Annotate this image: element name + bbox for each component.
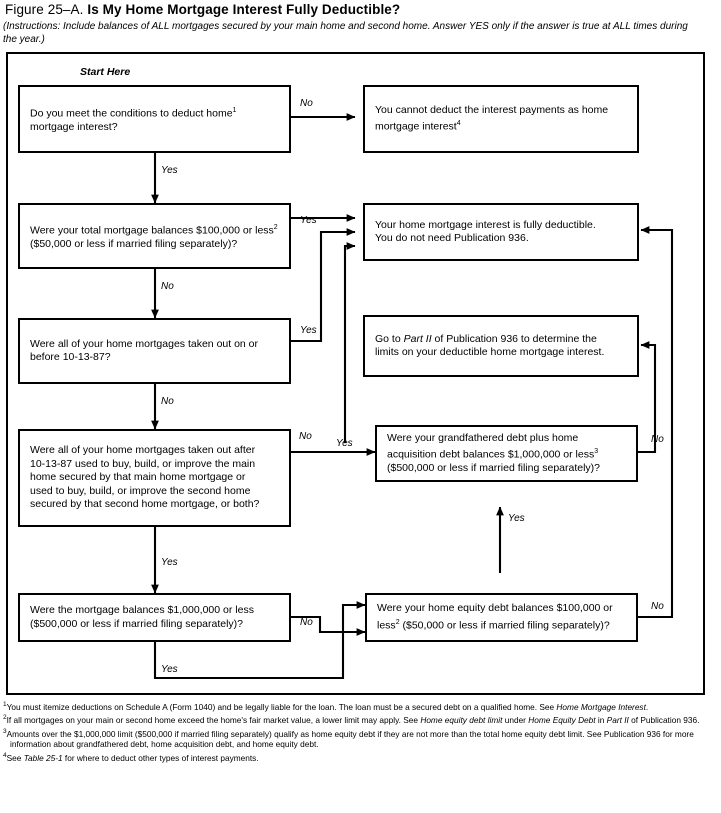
figure-number: Figure 25–A. [5, 2, 84, 17]
footnote-3-marker: 3 [3, 727, 7, 735]
node-q4-line1: Were all of your home mortgages taken ou… [30, 444, 256, 457]
footnote-1-pre: You must itemize deductions on Schedule … [6, 701, 557, 712]
node-q1-footnote-marker: 1 [232, 106, 237, 114]
node-q6-line2: ($500,000 or less if married filing sepa… [30, 617, 244, 630]
node-q5-line1: Were your grandfathered debt plus home [387, 431, 579, 444]
edge-label-q4-yes-down: Yes [161, 557, 178, 568]
node-a2[interactable]: Your home mortgage interest is fully ded… [363, 203, 639, 261]
edge-label-q4-no: No [299, 431, 312, 442]
node-a1[interactable]: You cannot deduct the interest payments … [363, 85, 639, 153]
node-q2-line2: ($50,000 or less if married filing separ… [30, 237, 238, 250]
node-a3-pre: Go to [375, 332, 404, 345]
footnote-2-post: of Publication 936. [628, 715, 700, 726]
footnote-4-marker: 4 [3, 751, 7, 759]
footnote-4-emphasis: Table 25-1 [23, 752, 63, 763]
node-q7[interactable]: Were your home equity debt balances $100… [365, 593, 638, 642]
node-q4-line4: used to buy, build, or improve the secon… [30, 484, 251, 497]
footnote-2-emphasis3: Part II [606, 715, 629, 726]
footnote-4: 4See Table 25-1 for where to deduct othe… [3, 751, 718, 763]
edge-label-q5-yes: Yes [508, 513, 525, 524]
node-q5-line3: ($500,000 or less if married filing sepa… [387, 462, 601, 474]
node-a1-line1: You cannot deduct the interest payments … [375, 103, 609, 116]
footnote-2-mid: under [502, 715, 529, 726]
node-a3-line2: limits on your deductible home mortgage … [375, 346, 605, 358]
start-here-label: Start Here [80, 66, 131, 78]
node-q6[interactable]: Were the mortgage balances $1,000,000 or… [18, 593, 291, 642]
edge-label-q1-yes: Yes [161, 165, 178, 176]
edge-label-q3-yes: Yes [300, 325, 317, 336]
footnote-2-emphasis: Home equity debt limit [420, 715, 503, 726]
node-a3[interactable]: Go to Part II of Publication 936 to dete… [363, 315, 639, 377]
edge-label-q6-yes: Yes [161, 664, 178, 675]
edge-label-q7-no: No [651, 601, 664, 612]
footnote-1: 1You must itemize deductions on Schedule… [3, 700, 718, 712]
footnote-4-pre: See [6, 752, 24, 763]
footnotes: 1You must itemize deductions on Schedule… [3, 700, 718, 764]
node-q4-line5: secured by that second home mortgage, or… [30, 498, 260, 511]
footnote-2: 2If all mortgages on your main or second… [3, 713, 718, 725]
node-q2[interactable]: Were your total mortgage balances $100,0… [18, 203, 291, 269]
figure-title-text: Is My Home Mortgage Interest Fully Deduc… [87, 2, 401, 17]
footnote-2-emphasis2: Home Equity Debt [528, 715, 596, 726]
node-q1-line1: Do you meet the conditions to deduct hom… [30, 107, 233, 120]
node-a2-line1: Your home mortgage interest is fully ded… [375, 218, 596, 231]
node-q7-footnote-marker: 2 [395, 618, 400, 626]
diagram-border [6, 52, 705, 695]
edge-label-q2-yes: Yes [300, 215, 317, 226]
node-q3-line1: Were all of your home mortgages taken ou… [30, 337, 259, 350]
edge-label-q5-no: No [651, 434, 664, 445]
node-a1-footnote-marker: 4 [456, 120, 461, 128]
footnote-2-marker: 2 [3, 714, 7, 722]
footnote-3: 3Amounts over the $1,000,000 limit ($500… [3, 727, 718, 750]
node-q2-line1: Were your total mortgage balances $100,0… [30, 224, 274, 237]
node-q1[interactable]: Do you meet the conditions to deduct hom… [18, 85, 291, 153]
figure-title: Figure 25–A. Is My Home Mortgage Interes… [5, 2, 400, 17]
node-q2-footnote-marker: 2 [273, 223, 278, 231]
node-q5-footnote-marker: 3 [594, 448, 599, 455]
node-q3-line2: before 10-13-87? [30, 351, 111, 363]
edge-label-q3-no: No [161, 396, 174, 407]
node-q7-line1: Were your home equity debt balances $100… [377, 602, 613, 615]
footnote-2-pre: If all mortgages on your main or second … [6, 715, 421, 726]
node-q5-line2: acquisition debt balances $1,000,000 or … [387, 448, 595, 461]
footnote-1-post: . [645, 701, 649, 712]
edge-label-q6-no: No [300, 617, 313, 628]
node-q6-line1: Were the mortgage balances $1,000,000 or… [30, 604, 254, 616]
figure-instructions: (Instructions: Include balances of ALL m… [3, 21, 688, 45]
node-a3-emphasis: Part II [403, 332, 432, 345]
edge-label-q4-yes: Yes [336, 438, 353, 449]
node-q4-line3: home secured by that main home mortgage … [30, 471, 246, 484]
node-q1-line2: mortgage interest? [30, 120, 118, 133]
node-a2-line2: You do not need Publication 936. [375, 232, 529, 244]
footnote-3-pre: Amounts over the $1,000,000 limit ($500,… [6, 728, 694, 750]
edge-label-q1-no: No [300, 98, 313, 109]
footnote-2-mid2: in [595, 715, 607, 726]
node-q4-line2: 10-13-87 used to buy, build, or improve … [30, 457, 256, 470]
node-q7-line2a: less [377, 619, 396, 632]
node-a3-post: of Publication 936 to determine the [431, 332, 597, 345]
node-a1-line2: mortgage interest [375, 120, 457, 133]
node-q7-line2b: ($50,000 or less if married filing separ… [399, 619, 610, 632]
node-q4[interactable]: Were all of your home mortgages taken ou… [18, 429, 291, 527]
footnote-1-marker: 1 [3, 701, 7, 708]
node-q3[interactable]: Were all of your home mortgages taken ou… [18, 318, 291, 384]
footnote-4-post: for where to deduct other types of inter… [62, 752, 259, 763]
footnote-1-emphasis: Home Mortgage Interest [556, 701, 646, 712]
node-q5[interactable]: Were your grandfathered debt plus home a… [375, 425, 638, 482]
edge-label-q2-no: No [161, 281, 174, 292]
